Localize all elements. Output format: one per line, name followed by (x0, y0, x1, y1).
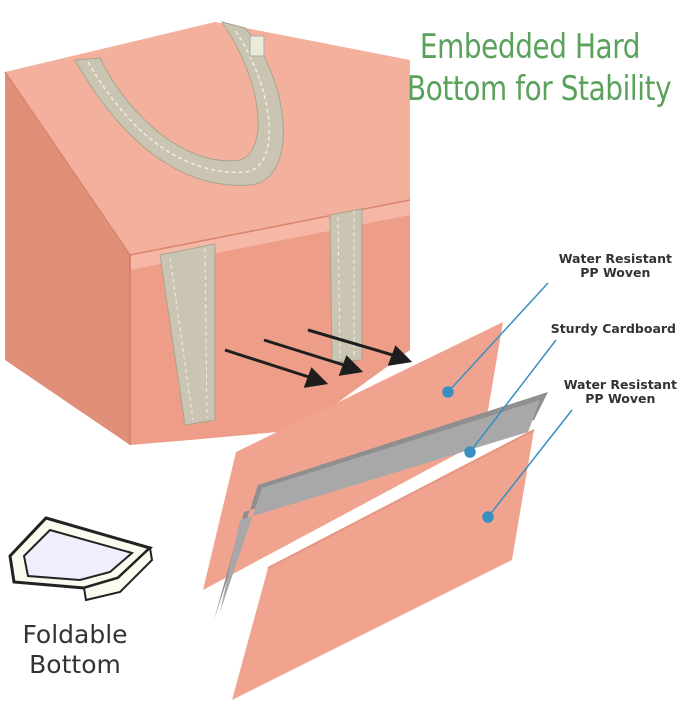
callout-cardboard-line-1: Sturdy Cardboard (550, 321, 676, 336)
strap-front-left (159, 243, 216, 426)
headline: Embedded Hard Bottom for Stability (407, 26, 672, 110)
callout-top-woven-line-1: Water Resistant (558, 251, 672, 266)
bottom-layers (203, 322, 548, 700)
foldable-caption-line-2: Bottom (29, 650, 121, 679)
callout-cardboard: Sturdy Cardboard (551, 322, 676, 336)
callout-dot-1 (442, 386, 454, 398)
layer-bottom-edge (267, 429, 535, 569)
bag-straps (74, 21, 363, 426)
brand-tag (249, 35, 265, 57)
foldable-caption-line-1: Foldable (22, 620, 128, 649)
bag-left-face (5, 72, 130, 445)
callout-top-woven-line-2: PP Woven (580, 265, 651, 280)
headline-line-1: Embedded Hard (419, 27, 641, 67)
callout-bottom-woven: Water Resistant PP Woven (564, 378, 677, 406)
callout-dot-3 (482, 511, 494, 523)
arrow-head-3 (387, 345, 413, 366)
arrow-head-1 (303, 367, 329, 388)
foldable-caption: Foldable Bottom (0, 620, 150, 680)
layer-bottom-woven (232, 430, 534, 700)
arrow-head-2 (338, 355, 364, 376)
callout-bottom-woven-line-1: Water Resistant (563, 377, 677, 392)
callout-top-woven: Water Resistant PP Woven (559, 252, 672, 280)
callout-lines (442, 282, 573, 523)
strap-stitch (87, 29, 270, 173)
layer-cardboard-face (220, 400, 540, 612)
callout-bottom-woven-line-2: PP Woven (585, 391, 656, 406)
headline-line-2: Bottom for Stability (407, 69, 672, 109)
foldable-bottom-icon (8, 516, 154, 602)
callout-dot-2 (464, 446, 476, 458)
direction-arrows (224, 328, 413, 388)
